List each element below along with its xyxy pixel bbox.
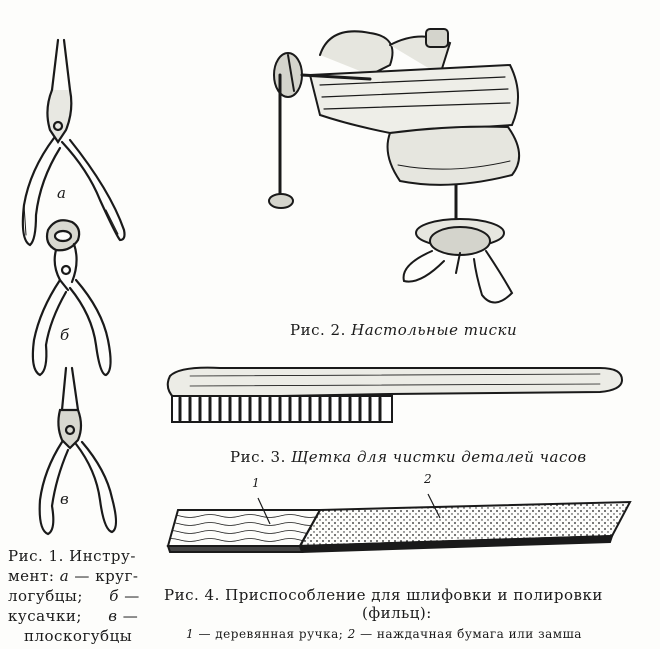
fig4-label-2: 2 — [424, 472, 432, 486]
label-b: б — [60, 326, 70, 344]
flat-nose-pliers-icon — [38, 366, 118, 536]
cutters-icon — [31, 219, 112, 377]
fig1-caption-line3: логубцы; б — — [8, 587, 140, 605]
bench-vise-figure — [268, 28, 520, 304]
fig3-caption: Рис. 3. Щетка для чистки деталей часов — [230, 448, 587, 466]
round-nose-pliers-icon — [21, 38, 126, 247]
fig1-caption: Рис. 1. Инстру- мент: а — круг- логубцы;… — [8, 546, 140, 646]
fig4-legend: 1 — деревянная ручка; 2 — наждачная бума… — [186, 627, 582, 641]
label-v: в — [60, 490, 69, 508]
vise-icon — [268, 28, 520, 304]
fig1-caption-line2: мент: а — круг- — [8, 567, 139, 585]
fig4-caption: Рис. 4. Приспособление для шлифовки и по… — [164, 586, 603, 622]
fig1-caption-line5: плоскогубцы — [24, 627, 133, 645]
pliers-figure — [21, 38, 126, 536]
fig1-caption-line1: Рис. 1. Инстру- — [8, 547, 136, 565]
fig2-caption: Рис. 2. Настольные тиски — [290, 321, 518, 339]
fig4-caption-line2: (фильц): — [362, 604, 432, 622]
fig4-caption-line1: Рис. 4. Приспособление для шлифовки и по… — [164, 586, 603, 604]
fig4-label-1: 1 — [252, 476, 260, 490]
fig1-caption-line4: кусачки; в — — [8, 607, 139, 625]
polishing-stick-icon — [166, 493, 632, 554]
polishing-stick-figure — [166, 493, 632, 554]
brush-icon — [166, 366, 624, 423]
brush-figure — [166, 366, 624, 423]
label-a: а — [57, 184, 66, 202]
